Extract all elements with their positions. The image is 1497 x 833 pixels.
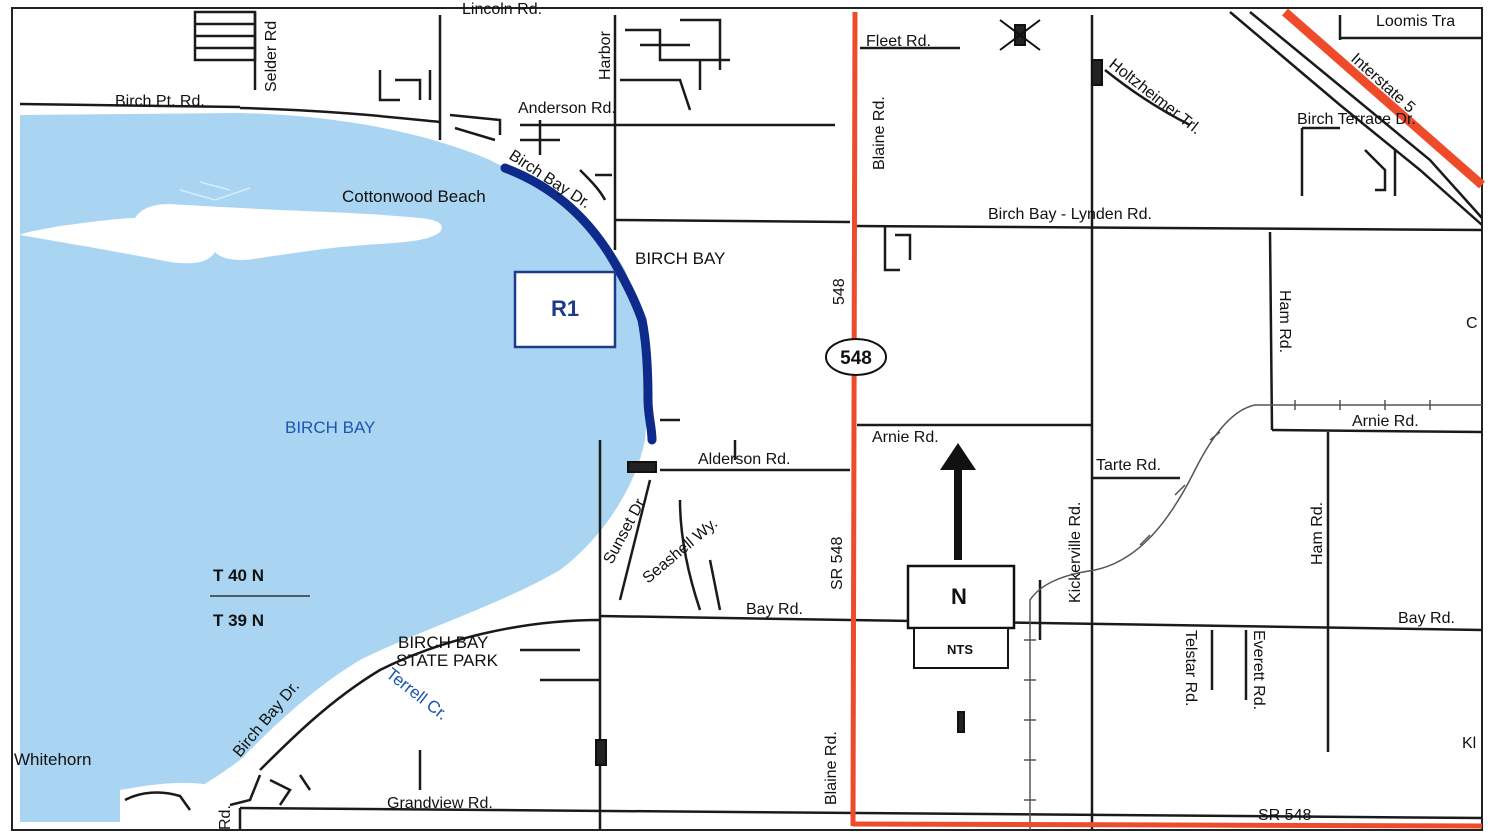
road-partial-rd: Rd. [217,805,234,830]
road-ham-n: Ham Rd. [1276,290,1293,353]
township-north: T 40 N [213,566,264,585]
birch-bay-water [20,113,647,822]
road-partial-c: C [1466,315,1478,332]
road-lincoln: Lincoln Rd. [462,1,542,18]
spit-landform [20,204,442,264]
inlet-lines [179,181,251,201]
road-bay-w: Bay Rd. [746,601,803,618]
road-loomis: Loomis Tra [1376,13,1455,30]
place-birch-bay-town: BIRCH BAY [635,249,725,268]
road-fleet: Fleet Rd. [866,33,931,50]
sr-548-shield-text: 548 [840,348,872,369]
subdivision-grid [193,10,257,90]
route-r1-box [513,270,617,349]
road-arnie-e: Arnie Rd. [1352,413,1419,430]
place-whitehorn: Whitehorn [14,750,91,769]
road-kickerville: Kickerville Rd. [1067,502,1084,603]
road-partial-kl: Kl [1462,735,1476,752]
local-roads [19,11,1483,830]
road-ham-s: Ham Rd. [1309,502,1326,565]
road-telstar: Telstar Rd. [1182,630,1199,706]
route-r1-label: R1 [551,296,579,321]
road-sr548-mid: 548 [831,278,848,305]
township-south: T 39 N [213,611,264,630]
nts-label: NTS [947,642,973,657]
sr-548-shield [825,338,887,376]
road-birch-terrace: Birch Terrace Dr. [1297,111,1416,128]
road-sr548-s: SR 548 [829,537,846,590]
road-arnie-w: Arnie Rd. [872,429,939,446]
north-arrow [906,443,1016,669]
route-r1-line [500,163,657,445]
road-selder: Selder Rd [263,21,280,92]
place-cottonwood-beach: Cottonwood Beach [342,187,486,206]
road-grandview: Grandview Rd. [387,795,493,812]
place-state-park-2: STATE PARK [396,651,499,670]
highways [850,8,1485,829]
railway [1024,400,1482,830]
road-blaine-s: Blaine Rd. [823,731,840,805]
road-alderson: Alderson Rd. [698,451,791,468]
bridge-markers [595,19,1103,766]
road-harbor: Harbor [597,30,614,80]
road-sr548-bottom: SR 548 [1258,807,1311,824]
road-blaine-n: Blaine Rd. [871,96,888,170]
road-birch-lynden: Birch Bay - Lynden Rd. [988,206,1152,223]
road-bay-e: Bay Rd. [1398,610,1455,627]
road-birch-pt: Birch Pt. Rd. [115,93,205,110]
road-everett: Everett Rd. [1250,630,1267,710]
north-label: N [951,584,967,609]
road-anderson: Anderson Rd. [518,100,616,117]
road-tarte: Tarte Rd. [1096,457,1161,474]
bay-label: BIRCH BAY [285,418,375,437]
place-state-park-1: BIRCH BAY [398,633,488,652]
